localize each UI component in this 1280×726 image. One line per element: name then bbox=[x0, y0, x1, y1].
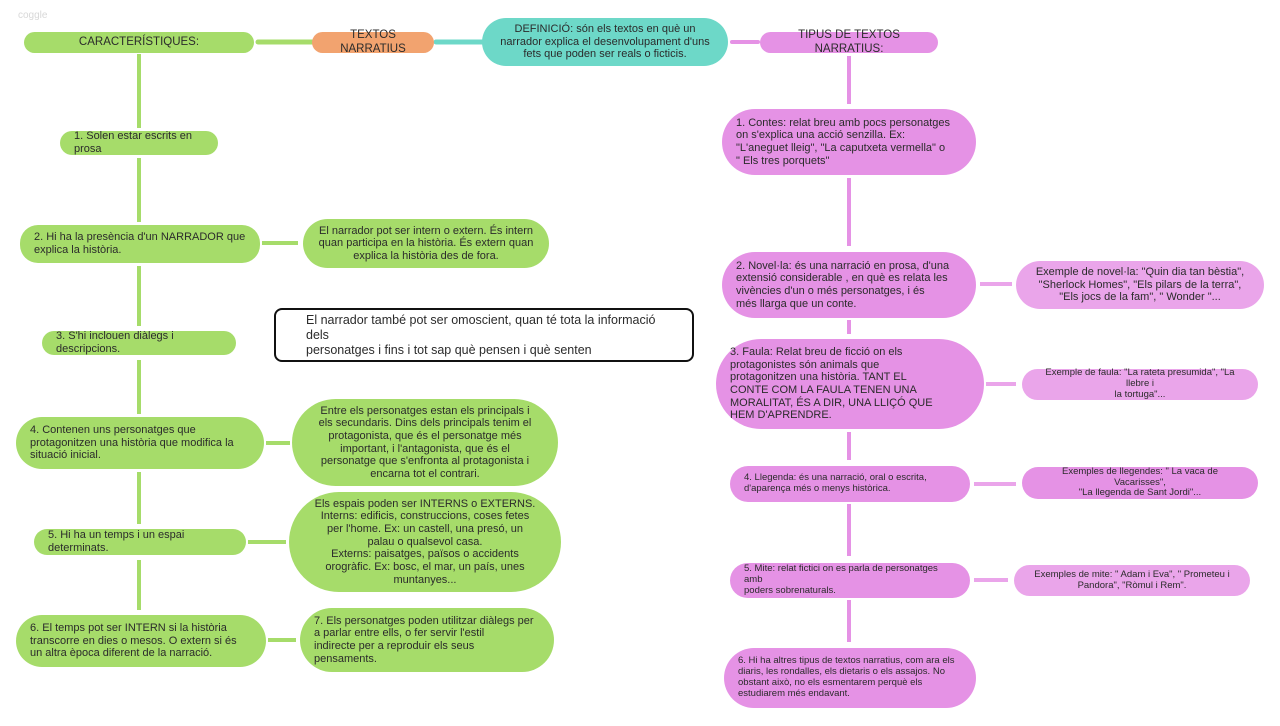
caracteristica-1[interactable]: 1. Solen estar escrits en prosa bbox=[60, 130, 218, 155]
tipus-6-altres[interactable]: 6. Hi ha altres tipus de textos narratiu… bbox=[724, 648, 976, 708]
tipus-title[interactable]: TIPUS DE TEXTOS NARRATIUS: bbox=[760, 29, 938, 55]
definicio-node[interactable]: DEFINICIÓ: són els textos en què un narr… bbox=[482, 18, 728, 66]
caracteristica-6[interactable]: 6. El temps pot ser INTERN si la històri… bbox=[16, 615, 266, 667]
tipus-5-mite[interactable]: 5. Mite: relat fictici on es parla de pe… bbox=[730, 563, 970, 598]
tipus-1-contes[interactable]: 1. Contes: relat breu amb pocs personatg… bbox=[722, 109, 976, 175]
tipus-3-faula[interactable]: 3. Faula: Relat breu de ficció on els pr… bbox=[716, 339, 984, 429]
caracteristica-2[interactable]: 2. Hi ha la presència d'un NARRADOR que … bbox=[20, 225, 260, 263]
exemple-novella[interactable]: Exemple de novel·la: "Quin dia tan bèsti… bbox=[1016, 261, 1264, 309]
caracteristiques-title[interactable]: CARACTERÍSTIQUES: bbox=[24, 32, 254, 53]
exemple-faula[interactable]: Exemple de faula: "La rateta presumida",… bbox=[1022, 367, 1258, 400]
detall-narrador[interactable]: El narrador pot ser intern o extern. És … bbox=[303, 219, 549, 268]
tipus-2-novella[interactable]: 2. Novel·la: és una narració en prosa, d… bbox=[722, 252, 976, 318]
detall-personatges[interactable]: Entre els personatges estan els principa… bbox=[292, 399, 558, 486]
detall-dialegs[interactable]: 7. Els personatges poden utilitzar diàle… bbox=[300, 608, 554, 672]
coggle-logo: coggle bbox=[18, 10, 48, 21]
exemple-mite[interactable]: Exemples de mite: " Adam i Eva", " Prome… bbox=[1014, 565, 1250, 596]
caracteristica-4[interactable]: 4. Contenen uns personatges que protagon… bbox=[16, 417, 264, 469]
tipus-4-llegenda[interactable]: 4. Llegenda: és una narració, oral o esc… bbox=[730, 466, 970, 502]
detall-espais[interactable]: Els espais poden ser INTERNS o EXTERNS. … bbox=[289, 492, 561, 592]
exemple-llegendes[interactable]: Exemples de llegendes: " La vaca de Vaca… bbox=[1022, 466, 1258, 499]
central-topic[interactable]: TEXTOS NARRATIUS bbox=[312, 29, 434, 55]
narrador-omniscient-note: El narrador també pot ser omoscient, qua… bbox=[274, 308, 694, 362]
caracteristica-3[interactable]: 3. S'hi inclouen diàlegs i descripcions. bbox=[42, 330, 236, 355]
caracteristica-5[interactable]: 5. Hi ha un temps i un espai determinats… bbox=[34, 529, 246, 555]
